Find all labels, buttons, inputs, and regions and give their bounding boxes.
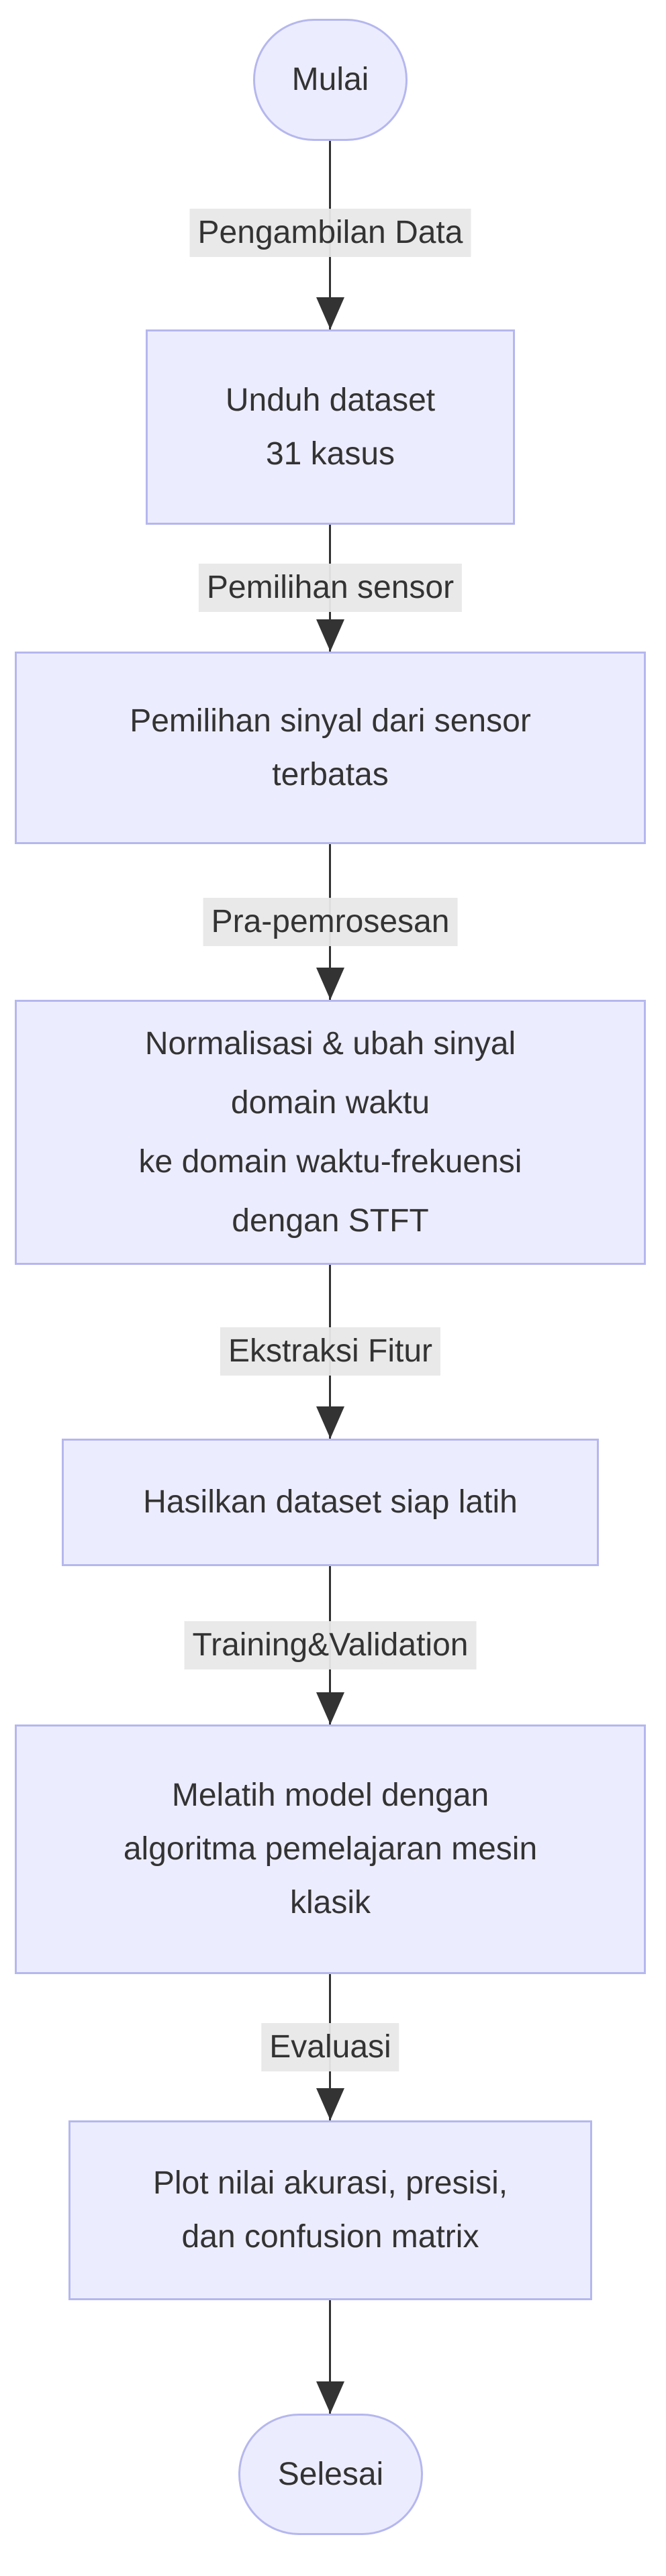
- arrowhead-icon: [316, 968, 344, 1000]
- node-label: Plot nilai akurasi, presisi,: [152, 2165, 508, 2201]
- edge-label-evaluasi: Evaluasi: [261, 2023, 399, 2071]
- node-label: domain waktu: [230, 1084, 430, 1121]
- node-label: Unduh dataset: [225, 382, 436, 418]
- arrowhead-icon: [316, 1406, 344, 1439]
- node-label: algoritma pemelajaran mesin: [123, 1831, 538, 1867]
- arrowhead-icon: [316, 1692, 344, 1724]
- edge-label-training-validation: Training&Validation: [184, 1621, 477, 1669]
- node-label: Selesai: [277, 2456, 384, 2492]
- edge-label-pra-pemrosesan: Pra-pemrosesan: [203, 898, 458, 946]
- node-label: klasik: [289, 1885, 371, 1920]
- edge-label-ekstraksi-fitur: Ekstraksi Fitur: [220, 1327, 441, 1376]
- node-label: ke domain waktu-frekuensi: [138, 1143, 522, 1180]
- node-label: Mulai: [291, 62, 369, 97]
- edge-line-plot-end: [329, 2300, 331, 2414]
- node-sensor-selection: Pemilihan sinyal dari sensor terbatas: [15, 652, 646, 844]
- node-label: 31 kasus: [265, 435, 395, 472]
- node-label: Hasilkan dataset siap latih: [143, 1484, 518, 1520]
- arrowhead-icon: [316, 2381, 344, 2414]
- node-end: Selesai: [238, 2414, 423, 2535]
- node-start: Mulai: [253, 19, 408, 141]
- node-plot-results: Plot nilai akurasi, presisi, dan confusi…: [68, 2120, 592, 2300]
- edge-label-pemilihan-sensor: Pemilihan sensor: [198, 564, 463, 612]
- node-label: Pemilihan sinyal dari sensor: [130, 703, 531, 739]
- arrowhead-icon: [316, 2088, 344, 2120]
- edge-label-pengambilan-data: Pengambilan Data: [189, 209, 471, 257]
- node-label: dengan STFT: [232, 1202, 429, 1239]
- node-training: Melatih model dengan algoritma pemelajar…: [15, 1724, 646, 1974]
- arrowhead-icon: [316, 619, 344, 652]
- node-label: Melatih model dengan: [171, 1778, 489, 1813]
- node-label: dan confusion matrix: [181, 2219, 479, 2255]
- node-dataset-ready: Hasilkan dataset siap latih: [62, 1439, 599, 1566]
- arrowhead-icon: [316, 297, 344, 329]
- node-label: Normalisasi & ubah sinyal: [144, 1025, 516, 1062]
- node-preprocessing: Normalisasi & ubah sinyal domain waktu k…: [15, 1000, 646, 1265]
- node-download-dataset: Unduh dataset 31 kasus: [146, 329, 515, 525]
- node-label: terbatas: [272, 756, 389, 792]
